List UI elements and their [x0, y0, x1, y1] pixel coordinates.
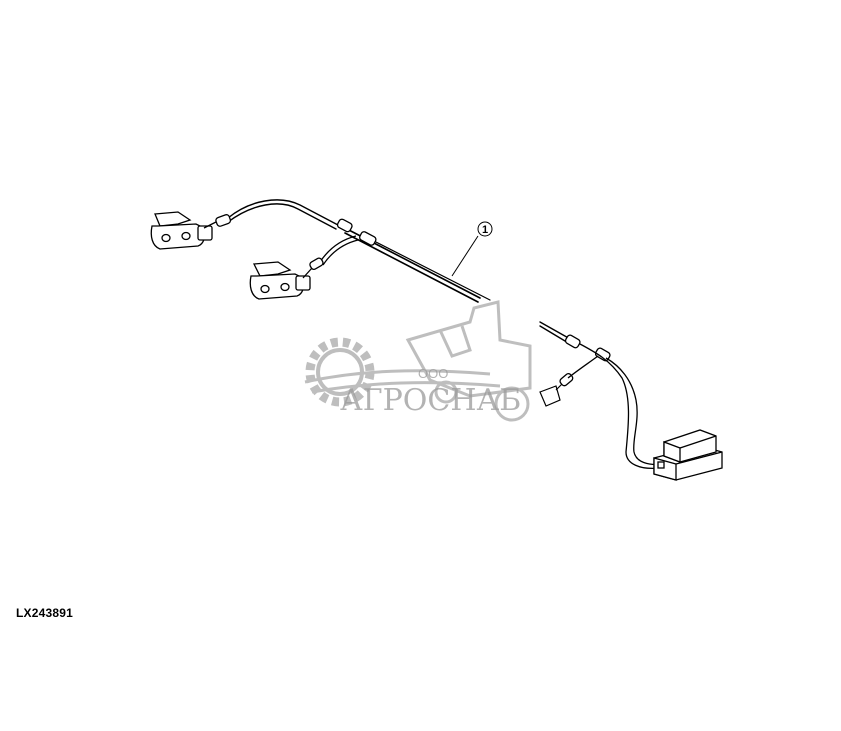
field-lines — [304, 369, 501, 394]
callout-1-label: 1 — [482, 224, 488, 236]
watermark-brand: АГРОСНАБ — [340, 383, 521, 418]
harvester-icon — [405, 300, 532, 422]
connector-center — [539, 383, 563, 407]
watermark-logo — [304, 300, 532, 422]
harness-branch-right — [567, 343, 665, 470]
watermark-prefix: ООО — [418, 366, 448, 381]
block-connector — [653, 429, 723, 481]
callout-1: 1 — [451, 221, 493, 277]
connector-middle-left — [249, 261, 313, 300]
figure-id-label: LX243891 — [16, 606, 73, 620]
harness-branch-left — [319, 235, 359, 266]
splice-sleeves — [215, 214, 611, 387]
connector-upper-left — [150, 211, 217, 250]
